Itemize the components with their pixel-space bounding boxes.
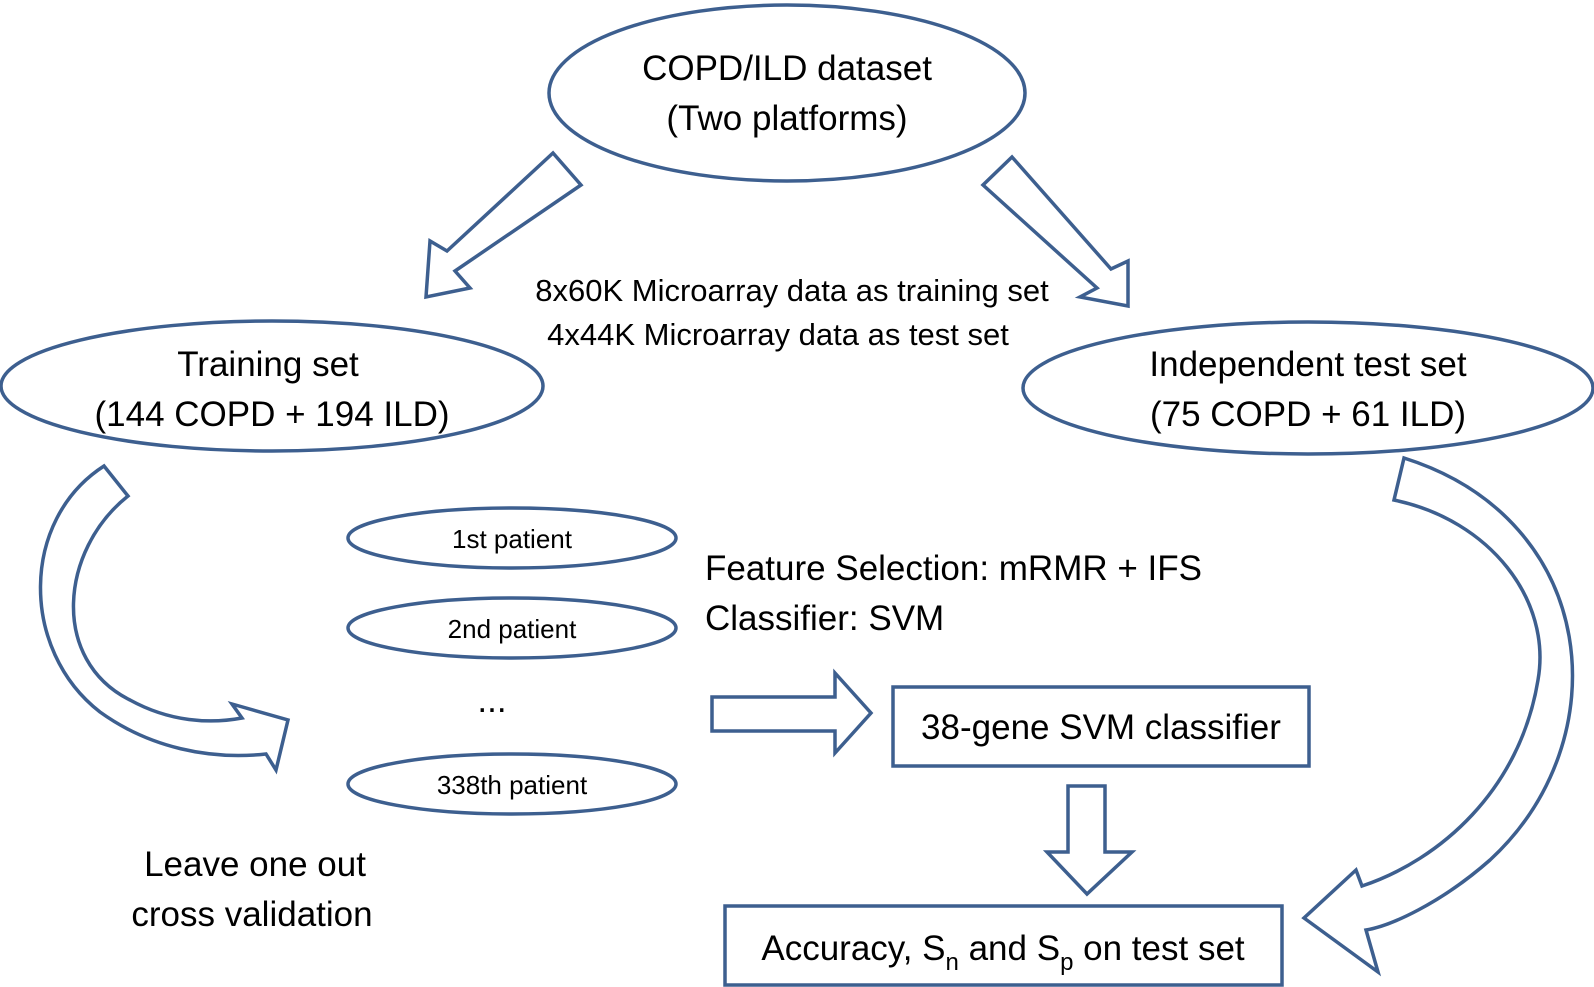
loocv-curved-arrow — [38, 463, 291, 775]
result-sub-n: n — [946, 949, 959, 976]
loocv-label-line1: Leave one out — [144, 845, 366, 884]
split-label-test: 4x44K Microarray data as test set — [547, 317, 1009, 352]
test-set-subtitle: (75 COPD + 61 ILD) — [1150, 395, 1466, 434]
patient-node-338: 338th patient — [346, 752, 678, 816]
patient-label: 2nd patient — [448, 614, 577, 644]
patient-label: 1st patient — [452, 524, 573, 554]
patient-label: 338th patient — [437, 770, 588, 800]
classifier-label: 38-gene SVM classifier — [921, 708, 1281, 747]
dataset-subtitle: (Two platforms) — [666, 99, 907, 138]
patient-list: 1st patient 2nd patient ... 338th patien… — [346, 506, 678, 816]
test-set-title: Independent test set — [1149, 345, 1466, 384]
test-set-node: Independent test set (75 COPD + 61 ILD) — [1021, 320, 1594, 456]
result-sub-p: p — [1060, 949, 1073, 976]
result-label: Accuracy, Sn and Sp on test set — [761, 929, 1245, 976]
result-prefix: Accuracy, S — [761, 929, 945, 968]
arrow-to-test — [980, 154, 1130, 309]
split-label-training: 8x60K Microarray data as training set — [535, 273, 1049, 308]
loocv-label-line2: cross validation — [131, 895, 372, 934]
training-set-node: Training set (144 COPD + 194 ILD) — [0, 319, 545, 453]
arrow-to-classifier — [710, 668, 874, 758]
training-set-title: Training set — [177, 345, 359, 384]
test-to-result-curved-arrow — [1301, 455, 1575, 977]
training-set-subtitle: (144 COPD + 194 ILD) — [94, 395, 449, 434]
method-feature-selection: Feature Selection: mRMR + IFS — [705, 549, 1202, 588]
arrow-to-training — [424, 150, 584, 300]
patient-node-2: 2nd patient — [346, 596, 678, 660]
patient-node-1: 1st patient — [346, 506, 678, 570]
result-suffix: on test set — [1073, 929, 1244, 968]
dataset-title: COPD/ILD dataset — [642, 49, 932, 88]
dataset-node: COPD/ILD dataset (Two platforms) — [547, 3, 1027, 183]
result-node: Accuracy, Sn and Sp on test set — [723, 904, 1284, 987]
arrow-to-result — [1042, 784, 1137, 897]
result-mid: and S — [959, 929, 1060, 968]
method-classifier: Classifier: SVM — [705, 599, 944, 638]
patient-ellipsis: ... — [477, 681, 506, 720]
classifier-node: 38-gene SVM classifier — [891, 685, 1311, 768]
